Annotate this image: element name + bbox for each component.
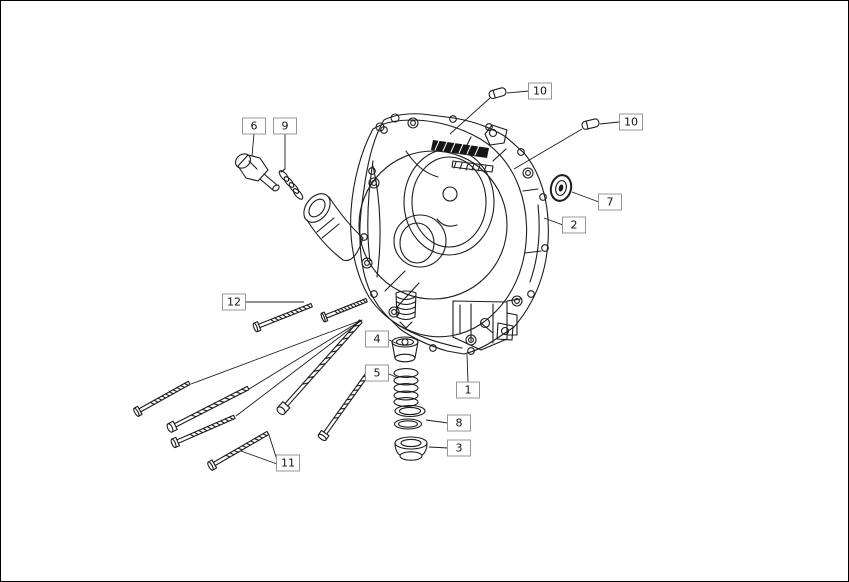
transmission-cover-drawing [303,113,542,351]
sensor-plug-drawing [234,153,280,192]
leader-line-flange-screw-set [248,319,363,390]
filler-spout [303,193,364,262]
callout-cover-gasket[interactable]: 2 [562,216,586,234]
callout-strainer-plug[interactable]: 4 [365,330,389,348]
leader-line-dowel-pin-upper [449,97,491,135]
leader-line-cover-gasket [543,217,564,226]
callout-long-screw-set[interactable]: 11 [276,454,300,472]
leader-line-sensor-plug [251,133,255,157]
callout-sensor-spring[interactable]: 9 [273,117,297,135]
leader-line-transmission-cover [466,353,469,383]
leader-lines [190,90,620,465]
spring-drawing [393,368,419,407]
leader-line-sealing-washer [425,419,449,424]
leader-line-dowel-pin-upper [506,90,530,94]
sealing-washer-drawing [393,404,426,430]
leader-line-flange-screw-set [235,319,363,417]
sensor-spring-drawing [278,168,304,200]
callout-flange-screw-set[interactable]: 12 [222,293,246,311]
drain-plug-cap-drawing [394,436,428,461]
callout-drain-plug-cap[interactable]: 3 [447,439,471,457]
callout-spring[interactable]: 5 [365,364,389,382]
leader-line-long-screw-set [240,450,278,465]
leader-line-long-screw-set [268,434,278,461]
callout-dowel-pin-upper[interactable]: 10 [528,82,552,100]
threaded-stub [395,290,417,329]
callout-sensor-plug[interactable]: 6 [242,117,266,135]
leader-line-drain-plug-cap [428,446,449,449]
hatched-slot [431,140,494,173]
dowel-pin-upper-drawing [488,87,507,100]
leader-line-dowel-pin-lower [599,121,620,125]
callout-transmission-cover[interactable]: 1 [456,381,480,399]
leader-line-flange-screw-set [190,319,363,385]
dowel-pin-lower-drawing [581,118,600,130]
cover-gasket-drawing [359,113,549,355]
callout-dowel-pin-lower[interactable]: 10 [619,113,643,131]
leader-line-dowel-pin-lower [513,128,583,170]
callout-oil-seal[interactable]: 7 [598,193,622,211]
oil-seal-drawing [549,174,573,202]
strainer-plug-drawing [391,336,419,363]
leader-line-oil-seal [571,191,600,203]
callout-sealing-washer[interactable]: 8 [447,414,471,432]
